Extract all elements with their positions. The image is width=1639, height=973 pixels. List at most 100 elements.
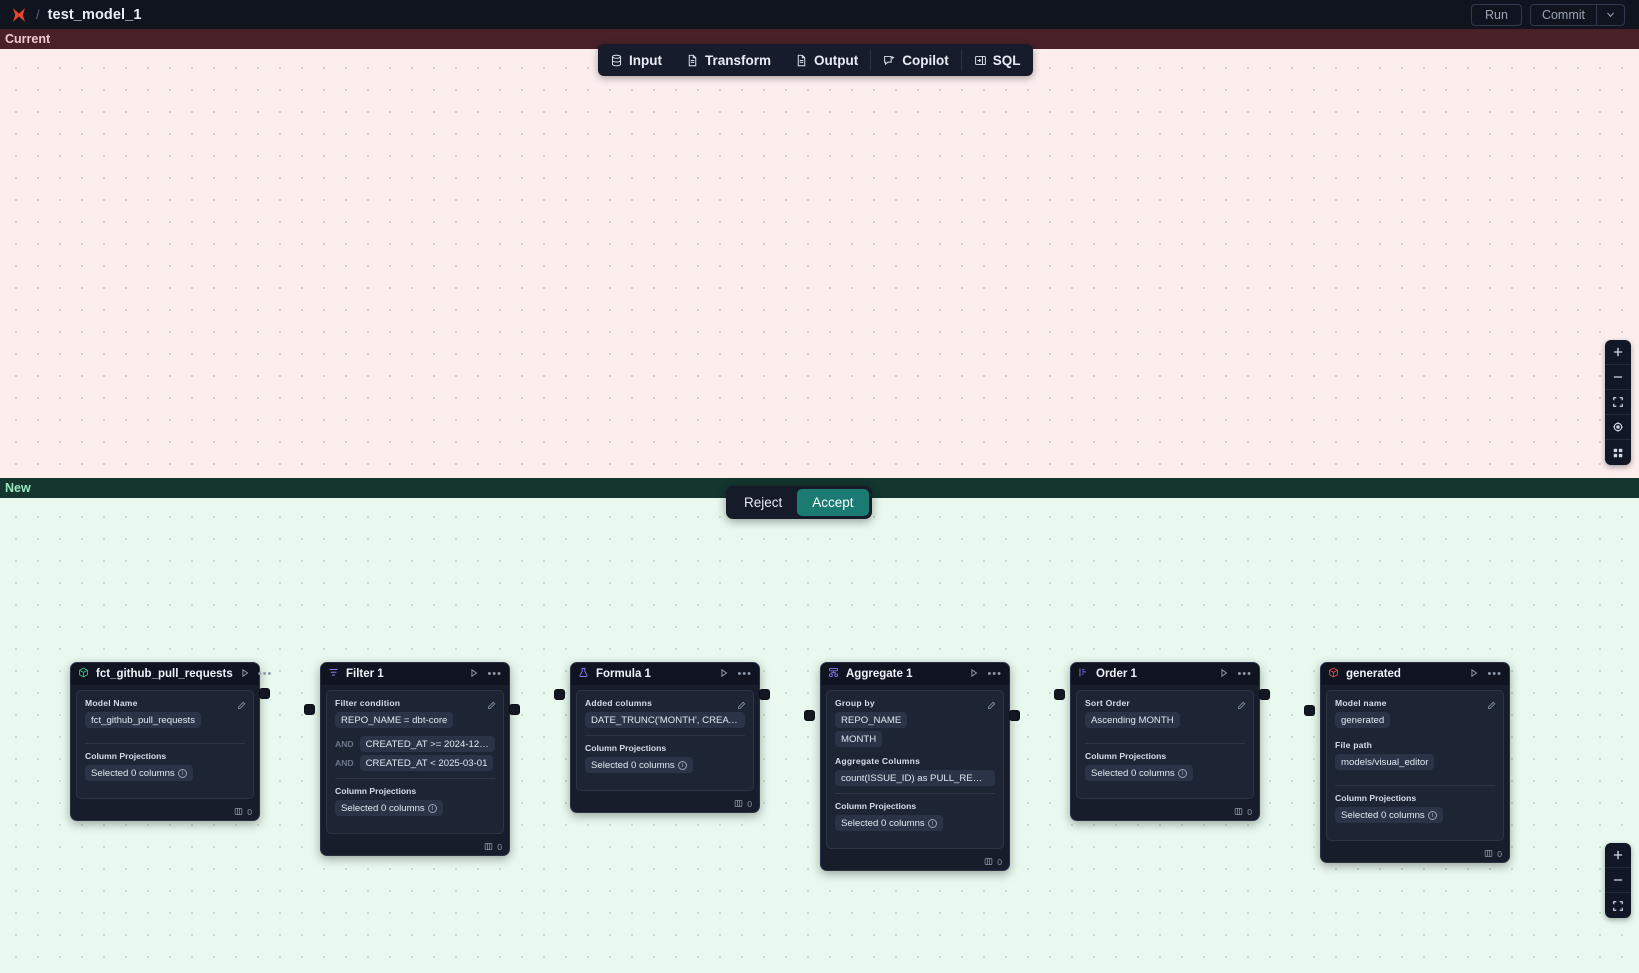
mode-toolbar[interactable]: Input Transform Output: [598, 44, 1033, 76]
node-handle-out[interactable]: [509, 704, 520, 715]
aggregate-columns-chip[interactable]: count(ISSUE_ID) as PULL_REQUEST_…: [835, 770, 995, 786]
canvas-pane-current[interactable]: Current: [0, 29, 1639, 478]
minus-icon[interactable]: [1605, 868, 1631, 893]
node-title: Aggregate 1: [846, 668, 913, 680]
pencil-icon[interactable]: [987, 697, 996, 715]
node-order[interactable]: Order 1 ••• Sort Order Ascending MONTH C…: [1070, 662, 1260, 821]
tab-output[interactable]: Output: [783, 44, 870, 76]
more-options-icon[interactable]: •••: [487, 667, 502, 680]
tab-input[interactable]: Input: [598, 44, 674, 76]
node-handle-in[interactable]: [804, 710, 815, 721]
node-header[interactable]: Order 1 •••: [1071, 663, 1259, 685]
node-footer: 0: [1321, 846, 1509, 862]
reject-button[interactable]: Reject: [744, 495, 783, 510]
tab-copilot[interactable]: Copilot: [871, 44, 961, 76]
copilot-sparkle-icon: [883, 54, 896, 67]
file-icon: [795, 54, 808, 67]
field-label: Filter condition: [335, 698, 401, 708]
pencil-icon[interactable]: [1487, 697, 1496, 715]
node-handle-out[interactable]: [759, 689, 770, 700]
node-aggregate[interactable]: Aggregate 1 ••• Group by REPO_NAME MONTH…: [820, 662, 1010, 871]
pencil-icon[interactable]: [237, 697, 246, 715]
run-button[interactable]: Run: [1471, 3, 1522, 26]
commit-button[interactable]: Commit: [1541, 7, 1585, 22]
more-options-icon[interactable]: •••: [257, 667, 273, 680]
node-body: Group by REPO_NAME MONTH Aggregate Colum…: [821, 685, 1009, 854]
divider: [335, 778, 495, 779]
node-source[interactable]: fct_github_pull_requests ••• Model Name …: [70, 662, 271, 821]
group-by-chip[interactable]: REPO_NAME: [835, 712, 908, 728]
commit-split-button[interactable]: Commit: [1529, 3, 1625, 26]
node-footer: 0: [821, 854, 1009, 870]
field-label: Model name: [1335, 698, 1387, 708]
x-logo-icon: [8, 4, 30, 26]
node-header[interactable]: Aggregate 1 •••: [821, 663, 1009, 685]
run-node-icon[interactable]: [1469, 668, 1479, 681]
node-generated[interactable]: generated ••• Model name generated File …: [1320, 662, 1510, 863]
plus-icon[interactable]: [1605, 340, 1631, 365]
fit-view-icon[interactable]: [1605, 390, 1631, 415]
node-header[interactable]: Formula 1 •••: [571, 663, 759, 685]
run-node-icon[interactable]: [469, 668, 479, 681]
sql-panel-icon: [974, 54, 987, 67]
node-handle-in[interactable]: [554, 689, 565, 700]
node-handle-out[interactable]: [1259, 689, 1270, 700]
node-filter[interactable]: Filter 1 ••• Filter condition REPO_NAME …: [320, 662, 510, 856]
filter-condition-chip[interactable]: CREATED_AT < 2025-03-01: [359, 755, 494, 771]
chevron-down-icon[interactable]: [1596, 4, 1624, 25]
grid-icon[interactable]: [1605, 440, 1631, 465]
node-body: Added columns DATE_TRUNC('MONTH', CREATE…: [571, 685, 759, 796]
columns-icon: [234, 807, 243, 818]
run-node-icon[interactable]: [969, 668, 979, 681]
fit-view-icon[interactable]: [1605, 893, 1631, 918]
pencil-icon[interactable]: [737, 697, 746, 715]
run-node-icon[interactable]: [1219, 668, 1229, 681]
file-path-chip[interactable]: models/visual_editor: [1335, 754, 1435, 770]
field-value-chip[interactable]: fct_github_pull_requests: [85, 712, 202, 728]
accept-button[interactable]: Accept: [797, 489, 869, 516]
node-handle-in[interactable]: [1304, 705, 1315, 716]
node-header[interactable]: generated •••: [1321, 663, 1509, 685]
canvas-controls-new[interactable]: [1605, 843, 1631, 918]
field-label: Added columns: [585, 698, 653, 708]
tab-transform[interactable]: Transform: [674, 44, 783, 76]
added-columns-chip[interactable]: DATE_TRUNC('MONTH', CREATED_AT…: [585, 712, 745, 728]
field-label: Model Name: [85, 698, 138, 708]
node-handle-out[interactable]: [1009, 710, 1020, 721]
more-options-icon[interactable]: •••: [1487, 667, 1502, 680]
more-options-icon[interactable]: •••: [737, 667, 752, 680]
cube-icon-red: [1328, 665, 1339, 683]
run-node-icon[interactable]: [240, 668, 250, 681]
sort-order-chip[interactable]: Ascending MONTH: [1085, 712, 1180, 728]
node-handle-in[interactable]: [304, 704, 315, 715]
run-node-icon[interactable]: [719, 668, 729, 681]
model-name-chip[interactable]: generated: [1335, 712, 1391, 728]
canvas-controls-current[interactable]: [1605, 340, 1631, 465]
pencil-icon[interactable]: [1237, 697, 1246, 715]
node-title: fct_github_pull_requests: [96, 668, 233, 680]
info-icon: i: [177, 768, 187, 778]
minus-icon[interactable]: [1605, 365, 1631, 390]
tab-transform-label: Transform: [705, 52, 772, 68]
more-options-icon[interactable]: •••: [987, 667, 1002, 680]
more-options-icon[interactable]: •••: [1237, 667, 1252, 680]
group-by-chip[interactable]: MONTH: [835, 731, 883, 747]
field-label: Sort Order: [1085, 698, 1130, 708]
plus-icon[interactable]: [1605, 843, 1631, 868]
node-handle-in[interactable]: [1054, 689, 1065, 700]
tab-sql[interactable]: SQL: [962, 44, 1033, 76]
node-formula[interactable]: Formula 1 ••• Added columns DATE_TRUNC('…: [570, 662, 760, 813]
filter-condition-chip[interactable]: CREATED_AT >= 2024-12-01: [359, 736, 495, 752]
pencil-icon[interactable]: [487, 697, 496, 715]
node-header[interactable]: fct_github_pull_requests •••: [71, 663, 271, 685]
lock-target-icon[interactable]: [1605, 415, 1631, 440]
node-header[interactable]: Filter 1 •••: [321, 663, 509, 685]
node-handle-out[interactable]: [259, 688, 270, 699]
filter-condition-chip[interactable]: REPO_NAME = dbt-core: [335, 712, 454, 728]
